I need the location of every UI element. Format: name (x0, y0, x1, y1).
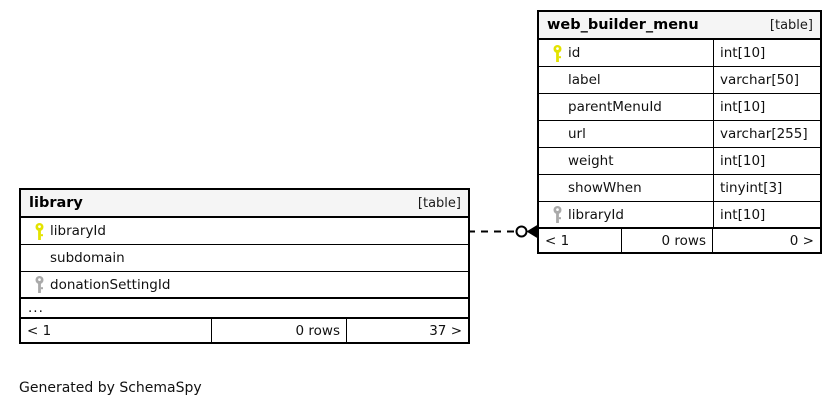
column-name: label (568, 72, 601, 88)
footer-parents-count[interactable]: < 1 (27, 322, 52, 339)
table-row[interactable]: libraryId (21, 218, 468, 245)
column-name: showWhen (568, 180, 642, 196)
table-row[interactable]: subdomain (21, 245, 468, 272)
zero-cardinality-icon (515, 225, 528, 238)
table-row[interactable]: showWhen tinyint[3] (539, 175, 820, 202)
table-row[interactable]: label varchar[50] (539, 67, 820, 94)
footer-row-count: 0 rows (621, 229, 713, 252)
column-name: parentMenuId (568, 99, 662, 115)
column-cell-type: varchar[50] (713, 67, 820, 93)
column-cell-name: url (539, 121, 713, 147)
column-cell-name: id (539, 40, 713, 66)
truncated-columns-indicator: ... (21, 299, 468, 319)
column-name: weight (568, 153, 614, 169)
column-name: subdomain (50, 250, 125, 266)
table-web-builder-menu[interactable]: web_builder_menu [table] id int[10] labe… (537, 10, 822, 254)
table-row[interactable]: weight int[10] (539, 148, 820, 175)
column-cell-type: varchar[255] (713, 121, 820, 147)
column-cell-name: libraryId (539, 202, 713, 227)
column-name: id (568, 45, 581, 61)
column-cell-type: tinyint[3] (713, 175, 820, 201)
table-row[interactable]: url varchar[255] (539, 121, 820, 148)
column-cell-name: showWhen (539, 175, 713, 201)
relationship-connector (468, 224, 538, 239)
table-web-builder-menu-footer: < 1 0 rows 0 > (539, 229, 820, 252)
footer-children-count[interactable]: 37 > (429, 322, 462, 339)
table-library[interactable]: library [table] libraryId subdomain (19, 188, 470, 344)
column-type: varchar[50] (720, 72, 800, 88)
column-cell-name: weight (539, 148, 713, 174)
foreign-key-icon (546, 206, 568, 223)
column-name: libraryId (568, 206, 624, 223)
table-row[interactable]: donationSettingId (21, 272, 468, 299)
column-cell-name: parentMenuId (539, 94, 713, 120)
table-row[interactable]: libraryId int[10] (539, 202, 820, 229)
column-cell-type: int[10] (713, 94, 820, 120)
column-cell-type: int[10] (713, 148, 820, 174)
column-type: varchar[255] (720, 126, 808, 142)
table-row[interactable]: parentMenuId int[10] (539, 94, 820, 121)
table-library-footer: < 1 0 rows 37 > (21, 319, 468, 342)
column-type: int[10] (720, 206, 766, 223)
column-name: donationSettingId (50, 276, 171, 293)
column-type: int[10] (720, 99, 766, 115)
column-cell-name: subdomain (21, 245, 468, 271)
column-type: int[10] (720, 45, 766, 61)
crows-foot-icon (526, 224, 538, 239)
footer-row-count: 0 rows (211, 319, 347, 342)
column-cell-type: int[10] (713, 202, 820, 227)
column-name: url (568, 126, 586, 142)
column-cell-name: label (539, 67, 713, 93)
generator-credit: Generated by SchemaSpy (19, 380, 202, 396)
column-cell-type: int[10] (713, 40, 820, 66)
table-web-builder-menu-tag: [table] (769, 17, 813, 33)
table-web-builder-menu-header: web_builder_menu [table] (539, 12, 820, 40)
footer-parents-count[interactable]: < 1 (545, 232, 570, 249)
primary-key-icon (28, 222, 50, 240)
table-library-tag: [table] (417, 195, 461, 211)
table-row[interactable]: id int[10] (539, 40, 820, 67)
column-type: int[10] (720, 153, 766, 169)
table-library-header: library [table] (21, 190, 468, 218)
primary-key-icon (546, 44, 568, 62)
column-name: libraryId (50, 223, 106, 239)
footer-children-count[interactable]: 0 > (789, 232, 814, 249)
column-cell-name: libraryId (21, 218, 468, 244)
column-cell-name: donationSettingId (21, 272, 468, 297)
table-library-title: library (29, 195, 83, 211)
table-web-builder-menu-title: web_builder_menu (547, 17, 699, 33)
column-type: tinyint[3] (720, 180, 783, 196)
foreign-key-icon (28, 276, 50, 293)
